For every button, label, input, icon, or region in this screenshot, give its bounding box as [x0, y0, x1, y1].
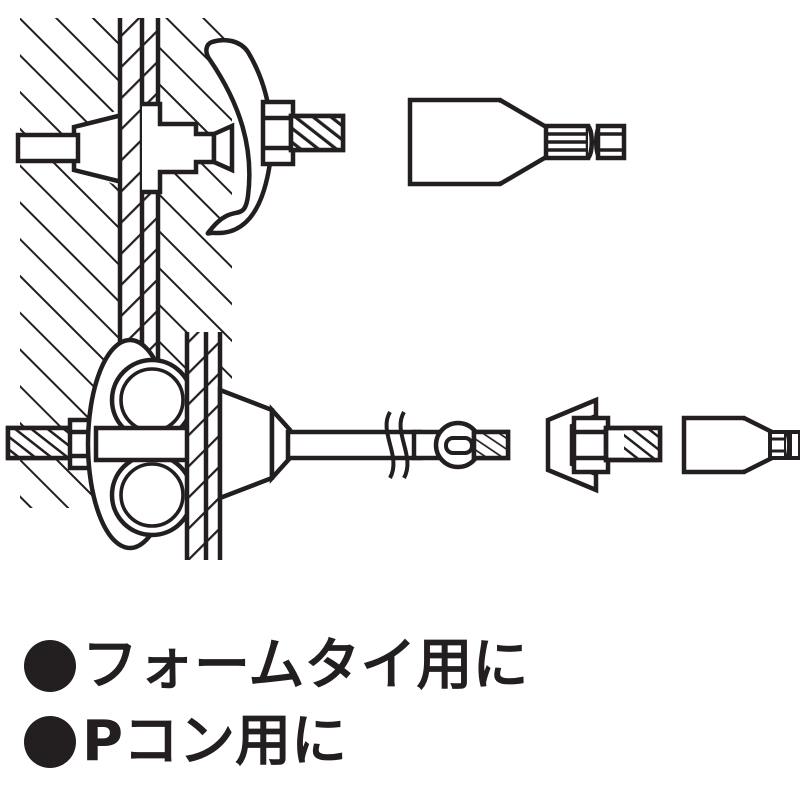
hex-shank-large: [543, 123, 627, 161]
threaded-rod-left: [5, 425, 75, 461]
tie-rod-lower: [285, 429, 423, 461]
tie-rod-left: [15, 132, 81, 164]
eye-connector: [433, 420, 483, 470]
p-cone-lower: [217, 386, 293, 502]
formwork-panel-lower: [184, 332, 223, 560]
hex-bolt-head: [571, 415, 611, 475]
filled-circle-bullet-icon: [24, 640, 76, 692]
hex-shank-small: [768, 430, 800, 460]
socket-tool-large: [407, 97, 627, 187]
caption-line-p-cone: Pコン用に: [24, 704, 724, 780]
hex-nut-upper: [260, 99, 296, 167]
filled-circle-bullet-icon: [24, 716, 76, 768]
caption-block: フォームタイ用に Pコン用に: [24, 628, 724, 780]
threaded-bolt-lower: [603, 425, 663, 463]
crescent-handle: [204, 37, 274, 236]
stepped-shaft-upper: [142, 101, 235, 195]
caption-text-form-tie: フォームタイ用に: [82, 633, 529, 698]
threaded-bolt-upper: [288, 113, 346, 153]
socket-body-small: [681, 415, 775, 475]
caption-line-form-tie: フォームタイ用に: [24, 628, 724, 704]
socket-tool-small-with-bolt: [545, 396, 800, 494]
pipe-ring-lower: [109, 452, 195, 538]
threaded-end-lower: [471, 429, 511, 461]
caption-text-p-cone: Pコン用に: [82, 709, 348, 774]
break-symbol: [384, 410, 410, 479]
lower-section-diagram: [5, 332, 511, 560]
